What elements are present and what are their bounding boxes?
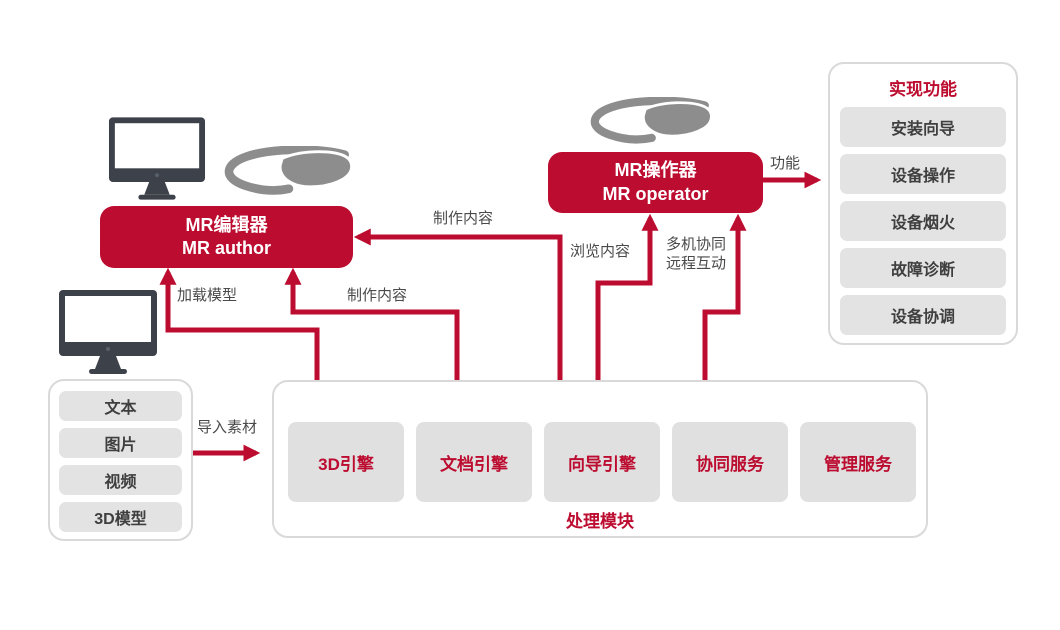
arrow-make-content-guide [353,228,569,409]
mr-author-node: MR编辑器 MR author [100,206,353,268]
module-document-engine: 文档引擎 [416,422,532,502]
label-browse-content: 浏览内容 [570,243,631,260]
mr-author-title-en: MR author [182,238,271,258]
material-item-3d-model: 3D模型 [59,502,182,532]
functions-panel-title: 实现功能 [889,80,957,99]
materials-panel: 文本 图片 视频 3D模型 [48,379,193,541]
desktop-monitor-icon [108,116,206,201]
mr-glasses-icon [218,145,354,196]
processing-panel: 3D引擎 文档引擎 向导引擎 协同服务 管理服务 处理模块 [272,380,928,538]
desktop-monitor-icon [56,289,160,375]
mr-author-title-cn: MR编辑器 [185,214,268,235]
module-guide-engine: 向导引擎 [544,422,660,502]
label-make-content-lower: 制作内容 [347,287,408,304]
function-item-device-operation: 设备操作 [840,154,1006,194]
material-item-image: 图片 [59,428,182,458]
mr-operator-node: MR操作器 MR operator [548,152,763,213]
functions-panel: 实现功能 安装向导 设备操作 设备烟火 故障诊断 设备协调 [828,62,1018,345]
label-make-content-upper: 制作内容 [433,210,494,227]
function-item-device-coordination: 设备协调 [840,295,1006,335]
processing-panel-label: 处理模块 [566,512,634,531]
module-list: 3D引擎 文档引擎 向导引擎 协同服务 管理服务 [288,422,916,502]
material-item-text: 文本 [59,391,182,421]
label-function: 功能 [770,155,801,172]
mr-operator-title-en: MR operator [602,183,709,204]
function-item-device-ignition: 设备烟火 [840,201,1006,241]
function-item-install-guide: 安装向导 [840,107,1006,147]
function-item-fault-diagnosis: 故障诊断 [840,248,1006,288]
label-load-model: 加载模型 [177,287,238,304]
label-multi-collab: 多机协同 远程互动 [666,236,727,272]
mr-operator-title-cn: MR操作器 [614,160,697,181]
mr-glasses-icon [585,96,713,145]
module-management-service: 管理服务 [800,422,916,502]
module-3d-engine: 3D引擎 [288,422,404,502]
material-item-video: 视频 [59,465,182,495]
label-import-material: 导入素材 [197,419,258,436]
module-collaboration-service: 协同服务 [672,422,788,502]
